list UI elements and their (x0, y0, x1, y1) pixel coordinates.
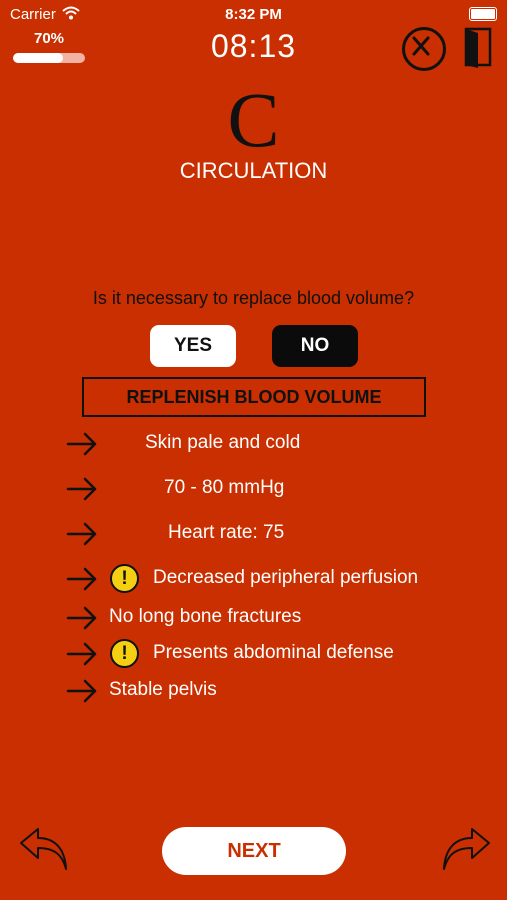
status-bar: Carrier 8:32 PM (0, 0, 507, 28)
arrow-right-icon (66, 606, 97, 630)
progress-bar (13, 53, 85, 63)
finding-text: Heart rate: 75 (168, 522, 285, 543)
arrow-right-icon (66, 432, 97, 456)
finding-text: 70 - 80 mmHg (164, 477, 285, 498)
arrow-right-icon (66, 567, 97, 591)
status-time: 8:32 PM (225, 6, 282, 23)
question-text: Is it necessary to replace blood volume? (92, 288, 415, 308)
no-button[interactable]: NO (272, 325, 358, 367)
result-box: REPLENISH BLOOD VOLUME (82, 377, 426, 417)
finding-item: ! Presents abdominal defense (0, 639, 507, 669)
finding-text: Presents abdominal defense (153, 642, 394, 663)
section-title: CIRCULATION (179, 158, 328, 183)
warning-icon: ! (110, 639, 139, 668)
close-icon[interactable] (402, 27, 446, 71)
arrow-right-icon (66, 522, 97, 546)
finding-text: Decreased peripheral perfusion (153, 567, 419, 588)
section-letter: C (227, 76, 280, 163)
arrow-right-icon (66, 679, 97, 703)
warning-icon: ! (110, 564, 139, 593)
progress-fill (13, 53, 64, 63)
progress-label: 70% (33, 30, 65, 47)
redo-arrow-icon[interactable] (440, 826, 492, 872)
next-button[interactable]: NEXT (162, 827, 346, 875)
finding-item: 70 - 80 mmHg (0, 476, 507, 504)
yes-button[interactable]: YES (150, 325, 236, 367)
close-x-glyph (412, 36, 430, 56)
finding-item: ! Decreased peripheral perfusion (0, 564, 507, 594)
arrow-right-icon (66, 642, 97, 666)
carrier-label: Carrier (10, 6, 56, 23)
finding-item: Heart rate: 75 (0, 521, 507, 549)
finding-text: Skin pale and cold (145, 432, 301, 453)
finding-text: No long bone fractures (109, 606, 302, 627)
exit-door-icon[interactable] (463, 26, 493, 68)
finding-item: Stable pelvis (0, 678, 507, 706)
timer: 08:13 (210, 28, 297, 64)
arrow-right-icon (66, 477, 97, 501)
finding-text: Stable pelvis (109, 679, 217, 700)
finding-item: No long bone fractures (0, 605, 507, 633)
battery-icon (469, 7, 497, 21)
undo-arrow-icon[interactable] (18, 826, 70, 872)
finding-item: Skin pale and cold (0, 431, 507, 459)
wifi-icon (62, 6, 80, 20)
